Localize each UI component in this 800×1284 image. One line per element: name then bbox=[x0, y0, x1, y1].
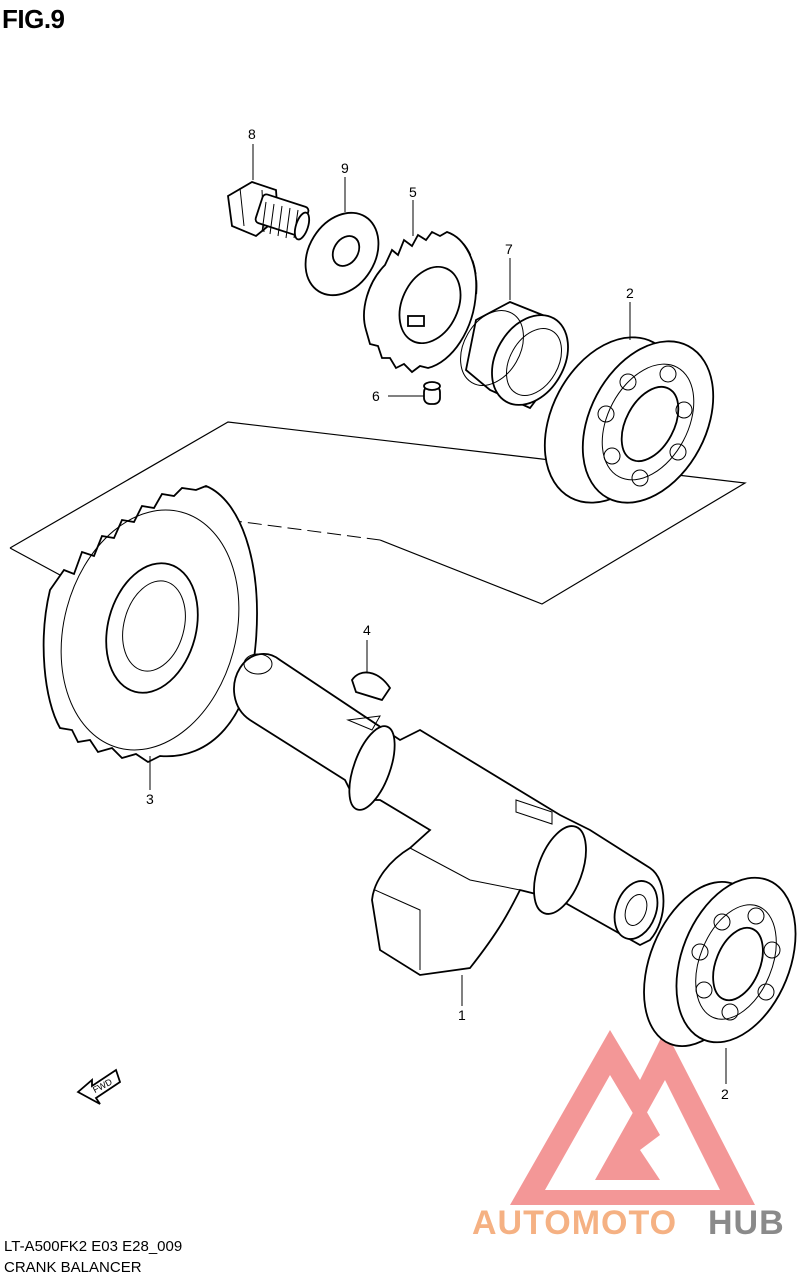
model-code: LT-A500FK2 E03 E28_009 bbox=[4, 1238, 183, 1255]
forward-direction-arrow: FWD bbox=[76, 1068, 122, 1105]
callout-4: 4 bbox=[363, 622, 371, 638]
callout-9: 9 bbox=[341, 160, 349, 176]
callout-2-lower: 2 bbox=[721, 1086, 729, 1102]
lower-bearing bbox=[643, 876, 797, 1047]
callout-7: 7 bbox=[505, 241, 513, 257]
woodruff-key bbox=[351, 671, 392, 702]
assembly-outline bbox=[9, 421, 747, 605]
callout-1: 1 bbox=[458, 1007, 466, 1023]
watermark-text-hub: HUB bbox=[708, 1204, 785, 1242]
balancer-shaft bbox=[233, 653, 665, 976]
callout-8: 8 bbox=[248, 126, 256, 142]
watermark-logo bbox=[510, 1030, 755, 1205]
leader-lines bbox=[149, 144, 727, 1084]
callout-3: 3 bbox=[146, 791, 154, 807]
callout-2-upper: 2 bbox=[626, 285, 634, 301]
callout-6: 6 bbox=[372, 388, 380, 404]
bushing bbox=[460, 301, 569, 410]
section-name: CRANK BALANCER bbox=[4, 1259, 142, 1276]
small-balancer-gear bbox=[363, 230, 478, 374]
washer bbox=[304, 211, 380, 297]
watermark-text-automoto: AUTOMOTO bbox=[472, 1204, 677, 1242]
large-balancer-gear bbox=[42, 485, 258, 764]
flange-bolt bbox=[227, 181, 311, 241]
callout-5: 5 bbox=[409, 184, 417, 200]
upper-bearing bbox=[543, 336, 715, 504]
figure-title: FIG.9 bbox=[2, 4, 65, 34]
dowel-pin bbox=[423, 381, 441, 405]
